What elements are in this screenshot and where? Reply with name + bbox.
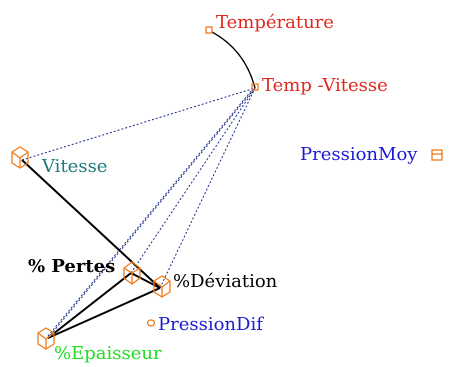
edge-vitesse-deviation: [21, 159, 161, 289]
edge-pertes-temp-vitesse: [130, 87, 256, 274]
label-pression-moy: PressionMoy: [300, 144, 418, 165]
marker-vitesse: [11, 146, 29, 169]
marker-temperature: [205, 26, 213, 34]
label-vitesse: Vitesse: [41, 156, 107, 177]
labels-group: Température Temp -Vitesse PressionMoy Vi…: [28, 12, 418, 364]
label-pression-dif: PressionDif: [158, 314, 264, 335]
marker-temp-vitesse: [251, 83, 259, 91]
edge-vitesse-temp-vitesse: [21, 87, 256, 161]
edge-pertes-deviation: [130, 272, 161, 289]
edge-deviation-temp-vitesse: [159, 87, 256, 289]
label-epaisseur: %Epaisseur: [54, 343, 162, 364]
marker-pression-moy: [431, 149, 443, 161]
marker-epaisseur: [37, 327, 55, 350]
label-pertes: % Pertes: [28, 256, 115, 277]
marker-deviation: [153, 275, 171, 298]
edges-group: [21, 31, 256, 339]
label-temp-vitesse: Temp -Vitesse: [262, 75, 388, 96]
edge-epaisseur-temp-vitesse-2: [47, 89, 253, 337]
label-deviation: %Déviation: [173, 271, 278, 292]
edge-deviation-epaisseur: [47, 287, 161, 339]
label-temperature: Température: [216, 12, 334, 33]
edge-pertes-epaisseur: [47, 272, 132, 339]
markers-group: [11, 26, 443, 350]
marker-pression-dif: [146, 319, 156, 327]
edge-temperature-temp-vitesse: [211, 31, 256, 89]
marker-pertes: [123, 261, 141, 285]
